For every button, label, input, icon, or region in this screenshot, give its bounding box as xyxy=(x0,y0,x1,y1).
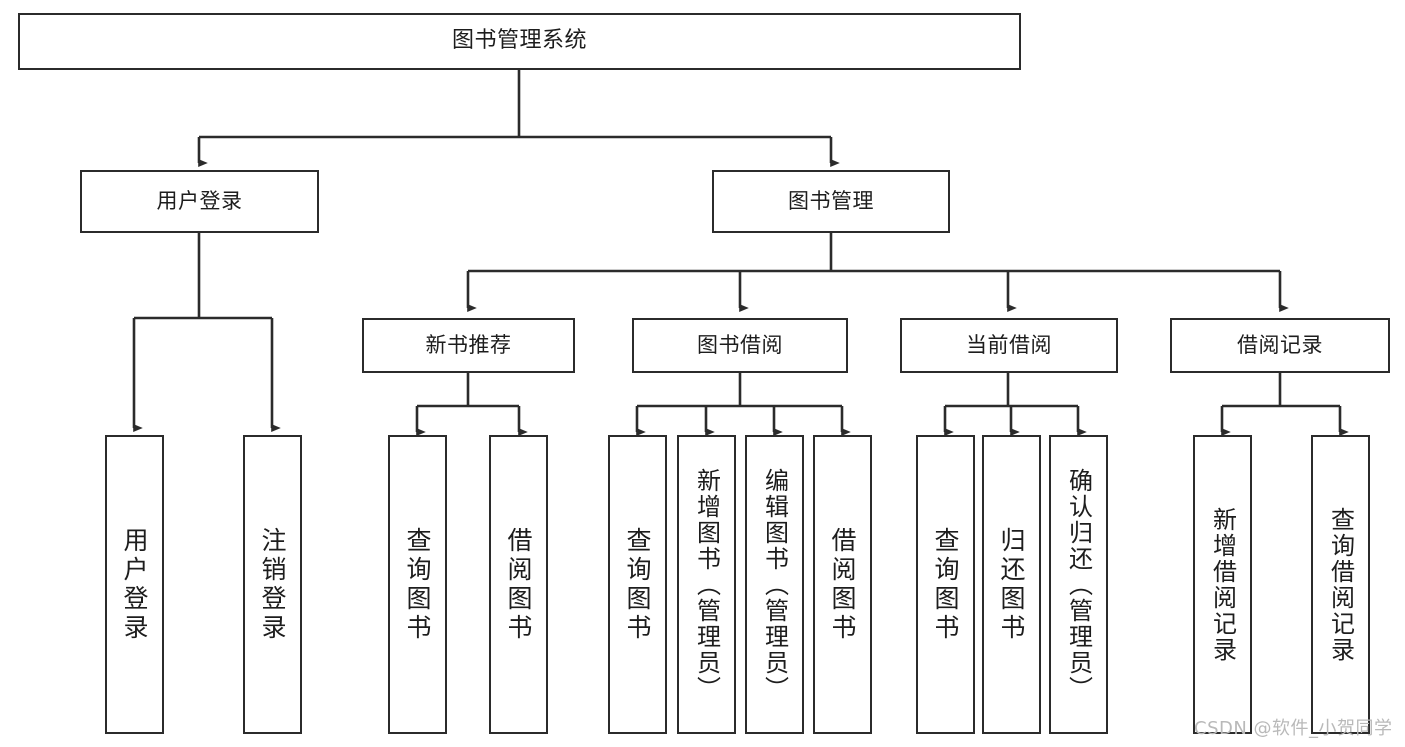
node-leaf-query-book-2[interactable]: 查询图书 xyxy=(608,435,667,734)
node-current-borrow[interactable]: 当前借阅 xyxy=(900,318,1118,373)
node-leaf-query-record-label: 查询借阅记录 xyxy=(1326,506,1355,663)
node-leaf-add-record-label: 新增借阅记录 xyxy=(1208,506,1237,663)
node-current-borrow-label: 当前借阅 xyxy=(966,332,1052,357)
node-book-manage[interactable]: 图书管理 xyxy=(712,170,950,233)
node-leaf-logout-login-label: 注销登录 xyxy=(258,526,287,643)
node-root[interactable]: 图书管理系统 xyxy=(18,13,1021,70)
node-leaf-add-record[interactable]: 新增借阅记录 xyxy=(1193,435,1252,734)
node-leaf-user-login-label: 用户登录 xyxy=(120,526,149,643)
node-leaf-user-login[interactable]: 用户登录 xyxy=(105,435,164,734)
node-leaf-borrow-book-2-label: 借阅图书 xyxy=(828,526,857,643)
node-leaf-add-book-label: 新增图书（管理员） xyxy=(692,467,721,702)
node-book-borrow[interactable]: 图书借阅 xyxy=(632,318,848,373)
node-leaf-add-book[interactable]: 新增图书（管理员） xyxy=(677,435,736,734)
node-leaf-edit-book-label: 编辑图书（管理员） xyxy=(760,467,789,702)
node-new-book-recommend[interactable]: 新书推荐 xyxy=(362,318,575,373)
node-leaf-confirm-return-label: 确认归还（管理员） xyxy=(1064,467,1093,702)
node-leaf-confirm-return[interactable]: 确认归还（管理员） xyxy=(1049,435,1108,734)
node-leaf-query-book-3-label: 查询图书 xyxy=(931,526,960,643)
node-book-manage-label: 图书管理 xyxy=(788,188,874,213)
node-leaf-return-book[interactable]: 归还图书 xyxy=(982,435,1041,734)
node-leaf-query-book-3[interactable]: 查询图书 xyxy=(916,435,975,734)
node-leaf-borrow-book-1[interactable]: 借阅图书 xyxy=(489,435,548,734)
node-user-login-label: 用户登录 xyxy=(156,188,243,213)
node-leaf-logout-login[interactable]: 注销登录 xyxy=(243,435,302,734)
node-borrow-record[interactable]: 借阅记录 xyxy=(1170,318,1390,373)
node-book-borrow-label: 图书借阅 xyxy=(697,332,783,357)
node-root-label: 图书管理系统 xyxy=(451,28,587,54)
node-leaf-query-record[interactable]: 查询借阅记录 xyxy=(1311,435,1370,734)
node-leaf-query-book-1[interactable]: 查询图书 xyxy=(388,435,447,734)
node-user-login[interactable]: 用户登录 xyxy=(80,170,319,233)
node-leaf-borrow-book-2[interactable]: 借阅图书 xyxy=(813,435,872,734)
node-leaf-edit-book[interactable]: 编辑图书（管理员） xyxy=(745,435,804,734)
node-new-book-recommend-label: 新书推荐 xyxy=(425,332,512,357)
node-leaf-return-book-label: 归还图书 xyxy=(997,526,1026,643)
node-leaf-query-book-2-label: 查询图书 xyxy=(623,526,652,643)
node-leaf-borrow-book-1-label: 借阅图书 xyxy=(504,526,533,643)
node-leaf-query-book-1-label: 查询图书 xyxy=(403,526,432,643)
node-borrow-record-label: 借阅记录 xyxy=(1237,332,1323,357)
